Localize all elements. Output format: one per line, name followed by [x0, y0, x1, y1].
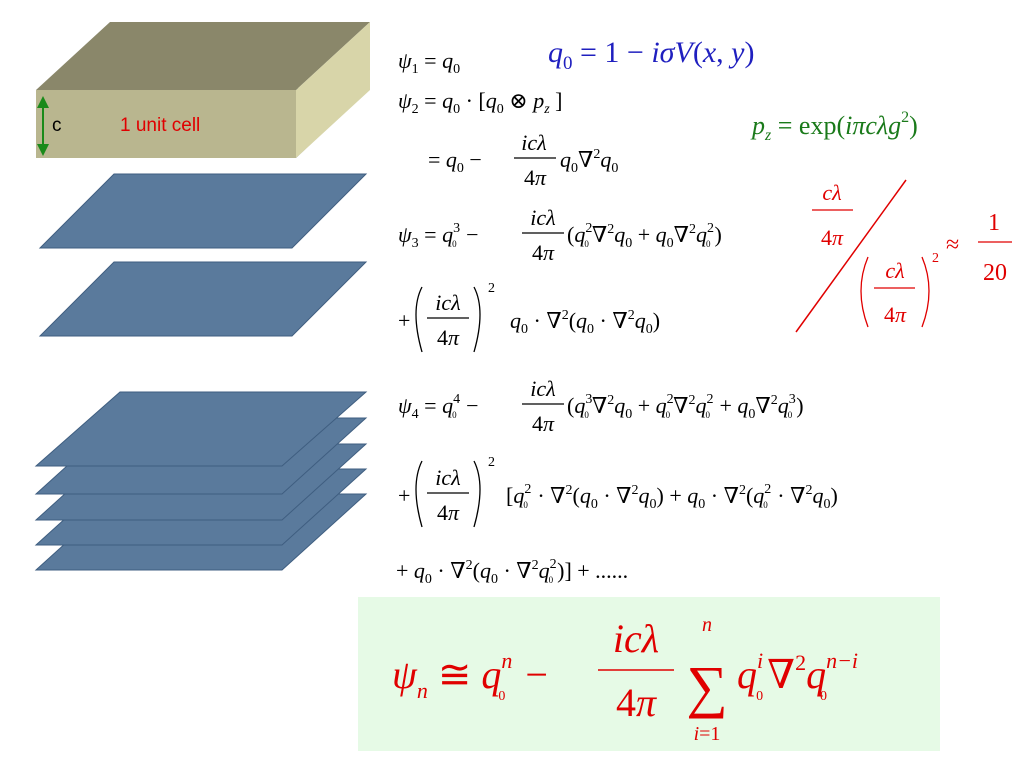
svg-text:∑: ∑ — [686, 654, 727, 719]
unit-cell-label: 1 unit cell — [120, 115, 200, 136]
slice-1 — [38, 173, 368, 249]
svg-text:4π: 4π — [821, 225, 844, 250]
slice-plane — [34, 391, 368, 467]
svg-text:ψn ≅ qn0 −: ψn ≅ qn0 − — [392, 648, 548, 704]
svg-text:4π: 4π — [532, 411, 555, 436]
svg-text:i=1: i=1 — [694, 723, 721, 745]
svg-text:+: + — [398, 308, 410, 333]
svg-text:icλ: icλ — [435, 290, 460, 315]
slice-plane — [38, 173, 368, 249]
svg-text:4π: 4π — [532, 240, 555, 265]
svg-text:20: 20 — [983, 260, 1007, 286]
svg-text:ψ3 = q30 −: ψ3 = q30 − — [398, 221, 479, 251]
eq-pz-definition: pz = exp(iπcλg2) — [750, 109, 918, 144]
division-slash — [795, 179, 907, 333]
dimension-arrow-head-bottom — [37, 144, 49, 156]
dimension-arrow-head-top — [37, 96, 49, 108]
ratio-note: cλ 4π cλ 4π 2 ≈ 1 20 — [795, 179, 1012, 333]
svg-text:4π: 4π — [437, 500, 460, 525]
unit-cell-side-face — [296, 22, 370, 158]
svg-text:q0 · ∇2(q0 · ∇2q0): q0 · ∇2(q0 · ∇2q0) — [510, 308, 660, 337]
slice-stack — [34, 391, 368, 571]
svg-text:ψ2 = q0 · [q0 ⊗ pz ]: ψ2 = q0 · [q0 ⊗ pz ] — [398, 88, 562, 117]
svg-text:icλ: icλ — [530, 376, 555, 401]
svg-text:= q0 −: = q0 − — [428, 147, 482, 176]
dimension-label: c — [52, 115, 62, 136]
svg-text:cλ: cλ — [885, 258, 904, 283]
result-box-background — [358, 597, 940, 751]
slice-plane — [38, 261, 368, 337]
svg-text:ψ1 = q0: ψ1 = q0 — [398, 48, 460, 77]
svg-text:ψ4 = q40 −: ψ4 = q40 − — [398, 392, 479, 422]
svg-text:4π: 4π — [524, 165, 547, 190]
unit-cell-front-face — [36, 90, 296, 158]
eq-psi2-line2: = q0 − icλ 4π q0∇2q0 — [428, 130, 618, 190]
svg-text:q0∇2q0: q0∇2q0 — [560, 147, 618, 176]
svg-text:2: 2 — [488, 455, 495, 470]
eq-psi1: ψ1 = q0 — [398, 48, 460, 77]
svg-text:icλ: icλ — [530, 205, 555, 230]
svg-text:4π: 4π — [437, 325, 460, 350]
unit-cell-box: c 1 unit cell — [36, 22, 370, 158]
eq-psi3-line2: + icλ 4π 2 q0 · ∇2(q0 · ∇2q0) — [398, 281, 660, 353]
unit-cell-top-face — [36, 22, 370, 90]
svg-text:pz = exp(iπcλg2): pz = exp(iπcλg2) — [750, 109, 918, 144]
svg-text:1: 1 — [988, 210, 1000, 236]
svg-text:+: + — [398, 483, 410, 508]
svg-text:2: 2 — [932, 251, 939, 266]
svg-text:4π: 4π — [884, 302, 907, 327]
svg-text:q0 = 1 − iσV(x, y): q0 = 1 − iσV(x, y) — [548, 36, 754, 74]
svg-text:icλ: icλ — [435, 465, 460, 490]
svg-text:≈: ≈ — [946, 232, 959, 258]
eq-q0-definition: q0 = 1 − iσV(x, y) — [548, 36, 754, 74]
svg-text:cλ: cλ — [822, 180, 841, 205]
svg-text:qi0∇2qn−i0: qi0∇2qn−i0 — [737, 648, 858, 704]
svg-text:[q20 · ∇2(q0 · ∇2q0) + q0 · ∇2: [q20 · ∇2(q0 · ∇2q0) + q0 · ∇2(q20 · ∇2q… — [506, 482, 838, 512]
eq-psi2: ψ2 = q0 · [q0 ⊗ pz ] — [398, 88, 562, 117]
svg-text:4π: 4π — [616, 680, 657, 725]
svg-text:2: 2 — [488, 281, 495, 296]
svg-text:icλ: icλ — [521, 130, 546, 155]
svg-text:icλ: icλ — [613, 616, 659, 661]
svg-text:n: n — [702, 614, 712, 636]
slice-2 — [38, 261, 368, 337]
